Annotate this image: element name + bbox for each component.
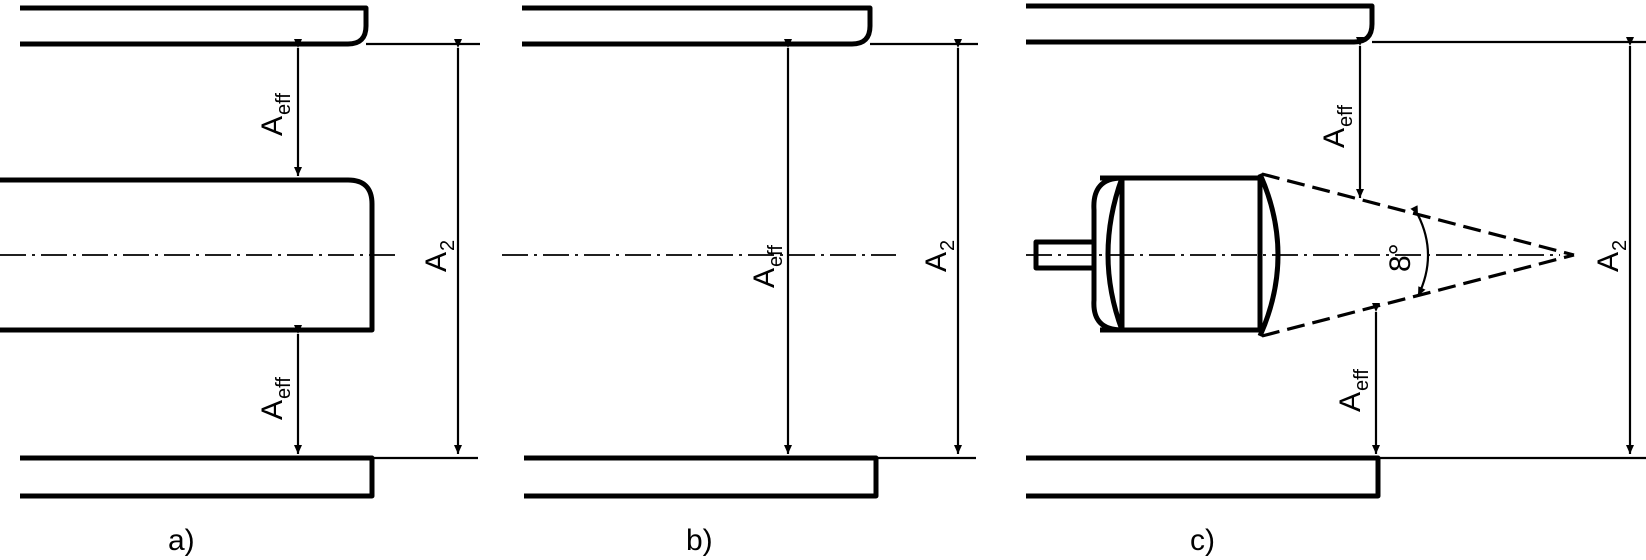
svg-text:A: A bbox=[1318, 128, 1351, 148]
svg-text:A: A bbox=[256, 116, 289, 136]
svg-text:A: A bbox=[748, 268, 781, 288]
svg-text:A: A bbox=[920, 252, 953, 272]
svg-text:2: 2 bbox=[937, 240, 959, 251]
svg-text:eff: eff bbox=[273, 377, 295, 399]
svg-text:A: A bbox=[1334, 392, 1367, 412]
panel-b-aeff-label: A eff bbox=[748, 245, 787, 288]
panel-b-top-plate bbox=[522, 5, 873, 47]
panel-c-aeff-lower-label: A eff bbox=[1334, 369, 1373, 412]
caption-b: b) bbox=[686, 524, 713, 557]
svg-text:eff: eff bbox=[765, 245, 787, 267]
svg-text:eff: eff bbox=[1351, 369, 1373, 391]
panel-c-aeff-upper-label: A eff bbox=[1318, 105, 1357, 148]
panel-a: A eff A eff A 2 a) bbox=[0, 5, 480, 557]
panel-c-a2-label: A 2 bbox=[1592, 240, 1631, 272]
panel-b: A eff A 2 b) bbox=[502, 5, 978, 557]
airflow-cone-upper-edge bbox=[1261, 172, 1575, 257]
angle-arc bbox=[1410, 205, 1430, 297]
svg-text:eff: eff bbox=[273, 93, 295, 115]
svg-text:2: 2 bbox=[437, 240, 459, 251]
panel-b-a2-label: A 2 bbox=[920, 240, 959, 272]
panel-a-top-plate bbox=[20, 5, 369, 47]
svg-text:A: A bbox=[256, 400, 289, 420]
panel-c: 8° A eff A eff A 2 c) bbox=[1026, 3, 1646, 557]
panel-a-a2-label: A 2 bbox=[420, 240, 459, 272]
panel-a-aeff-lower-label: A eff bbox=[256, 377, 295, 420]
panel-c-top-plate bbox=[1026, 3, 1375, 45]
panel-c-bottom-plate bbox=[1026, 455, 1381, 499]
panel-b-bottom-plate bbox=[524, 455, 879, 499]
panel-a-bottom-plate bbox=[20, 455, 375, 499]
angle-label: 8° bbox=[1384, 243, 1417, 272]
caption-c: c) bbox=[1190, 524, 1215, 557]
svg-text:A: A bbox=[420, 252, 453, 272]
svg-text:2: 2 bbox=[1609, 240, 1631, 251]
caption-a: a) bbox=[168, 524, 195, 557]
svg-text:eff: eff bbox=[1335, 105, 1357, 127]
svg-text:8°: 8° bbox=[1384, 243, 1417, 272]
svg-text:A: A bbox=[1592, 252, 1625, 272]
panel-a-middle-plate bbox=[0, 177, 375, 333]
panel-a-aeff-upper-label: A eff bbox=[256, 93, 295, 136]
